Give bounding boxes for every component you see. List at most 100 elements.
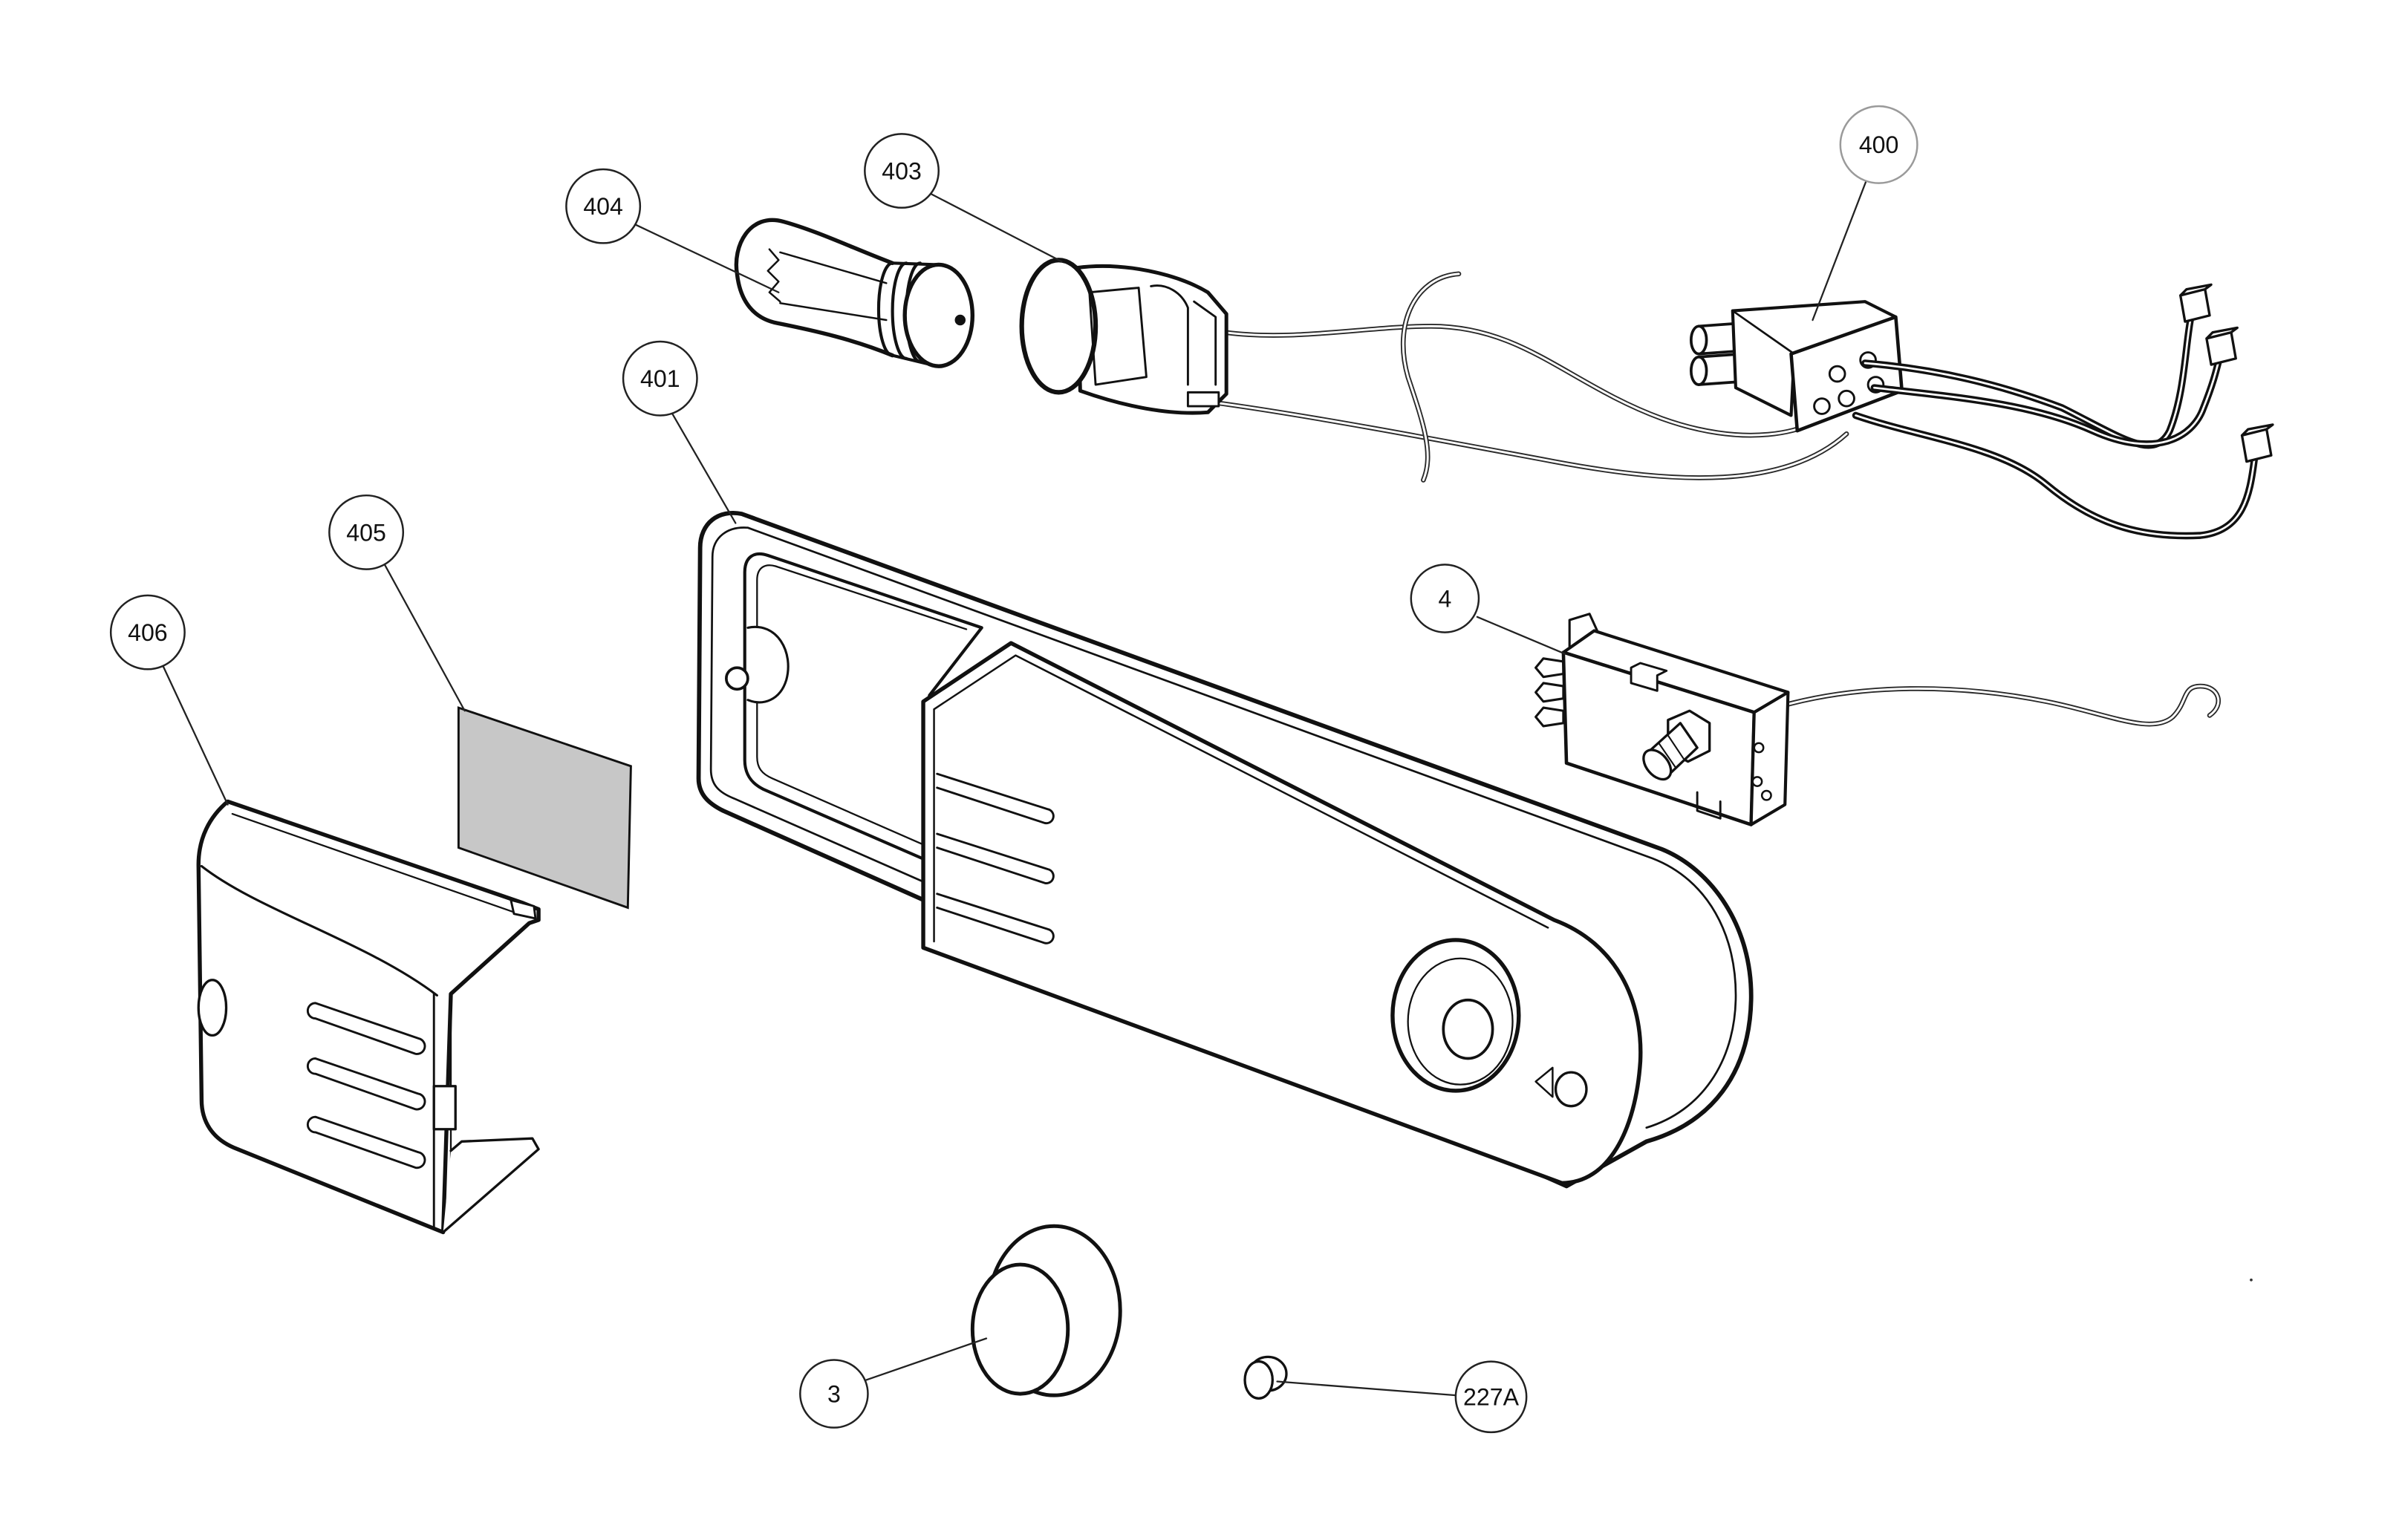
plug-drawing <box>1243 1355 1288 1400</box>
lead-wire <box>1864 314 2193 447</box>
cover-clip <box>432 1085 457 1131</box>
callout-knob: 3 <box>799 1359 869 1429</box>
bulb-drawing <box>734 218 975 368</box>
leader-lines <box>162 179 1868 1397</box>
wire-break-loop <box>1402 273 1460 481</box>
callout-socket: 403 <box>864 133 940 209</box>
bulb-thread <box>876 261 894 357</box>
leader-line-socket <box>930 192 1063 263</box>
callout-label: 3 <box>827 1380 841 1407</box>
callout-circle <box>1839 105 1918 184</box>
socket-tab <box>1186 391 1220 408</box>
leader-line-diffuser <box>383 564 466 712</box>
callout-circle <box>622 340 698 417</box>
socket-flange <box>1019 258 1099 395</box>
diffuser-sheet-drawing <box>457 706 632 910</box>
socket-body <box>1075 264 1228 415</box>
thermostat-notch <box>1696 791 1722 820</box>
wire <box>1217 402 1848 479</box>
connector-pin-tip <box>1689 355 1708 386</box>
wire-terminal <box>2179 283 2213 323</box>
cover-top-tab <box>510 898 537 920</box>
leader-line-cover <box>162 665 229 806</box>
indicator-bump <box>1554 1071 1588 1108</box>
lens-cover-drawing <box>196 799 541 1235</box>
thermostat-wire <box>1785 685 2220 725</box>
socket-wires-drawing <box>1216 271 1849 483</box>
front-plate-slot <box>936 893 1055 944</box>
callout-circle <box>109 594 186 671</box>
leader-line-knob <box>865 1337 988 1381</box>
callout-connector: 400 <box>1839 105 1918 184</box>
thermostat-terminal <box>1534 657 1565 679</box>
socket-clip <box>1150 284 1189 386</box>
callout-label: 4 <box>1438 585 1451 612</box>
leader-line-connector <box>1812 179 1868 322</box>
cover-slot <box>306 1057 426 1111</box>
connector-socket-hole <box>1828 365 1846 383</box>
front-plate-slot <box>936 832 1055 884</box>
housing-boss <box>746 625 790 704</box>
thermostat-side <box>1749 691 1790 826</box>
thermostat-side-hole <box>1760 789 1772 801</box>
callout-circle <box>565 168 642 244</box>
cover-oval-hole <box>197 979 228 1037</box>
callout-circle <box>1410 564 1480 633</box>
callout-label: 403 <box>882 157 922 184</box>
wire <box>1223 324 1845 437</box>
indicator-triangle <box>1534 1066 1554 1098</box>
cover-bottom-flange <box>442 1137 540 1234</box>
leader-line-thermostat <box>1476 616 1566 655</box>
thermostat-drawing <box>1534 613 2221 826</box>
thermostat-shaft-groove <box>1658 734 1685 769</box>
lamp-socket-drawing <box>1019 258 1228 415</box>
bulb-contact <box>954 314 966 326</box>
connector-drawing <box>1689 283 2274 540</box>
callout-cover: 406 <box>109 594 186 671</box>
thermostat-terminal <box>1534 682 1565 703</box>
cover-slot <box>306 1115 426 1169</box>
socket-clip <box>1088 287 1148 386</box>
callout-circle <box>1454 1360 1528 1434</box>
plug-front <box>1243 1360 1274 1400</box>
connector-body-edge <box>1731 310 1796 355</box>
callout-thermostat: 4 <box>1410 564 1480 633</box>
callout-label: 404 <box>583 193 623 220</box>
cover-curve-edge <box>200 864 438 997</box>
callout-circle <box>799 1359 869 1429</box>
callout-label: 405 <box>346 519 386 546</box>
leader-line-housing <box>671 413 737 524</box>
cover-top-edge <box>231 812 524 916</box>
front-plate-slot <box>936 772 1055 825</box>
cover-slot <box>306 1002 426 1055</box>
callout-label: 406 <box>128 619 168 646</box>
lead-wire <box>1873 359 2220 446</box>
thermostat-bracket <box>1568 613 1599 647</box>
bulb-glass <box>734 218 895 358</box>
bulb-end-cap <box>902 262 975 368</box>
thermostat-shaft-end <box>1642 748 1673 781</box>
front-plate-edge <box>933 654 1549 943</box>
callout-label: 227A <box>1463 1384 1520 1411</box>
connector-socket-hole <box>1813 397 1831 415</box>
socket-latch <box>1193 300 1217 386</box>
leader-line-plug <box>1276 1380 1457 1397</box>
lead-wire <box>1855 414 2256 537</box>
knob-front-face <box>970 1262 1070 1396</box>
leader-line-bulb <box>634 224 780 293</box>
callout-label: 401 <box>640 365 680 392</box>
bulb-thread <box>891 261 908 360</box>
callout-bulb: 404 <box>565 168 642 244</box>
housing-recess-inner <box>756 564 968 846</box>
wire-terminal <box>2205 326 2239 366</box>
housing-rim <box>709 526 1737 1129</box>
callout-circle <box>328 494 405 570</box>
knob-shaft-hole <box>1442 998 1494 1060</box>
callout-plug: 227A <box>1454 1360 1528 1434</box>
bulb-filament <box>767 248 888 322</box>
knob-drawing <box>970 1224 1122 1397</box>
callout-circle <box>864 133 940 209</box>
knob-boss-inner-ring <box>1407 957 1514 1086</box>
wire-terminal <box>2240 423 2274 463</box>
